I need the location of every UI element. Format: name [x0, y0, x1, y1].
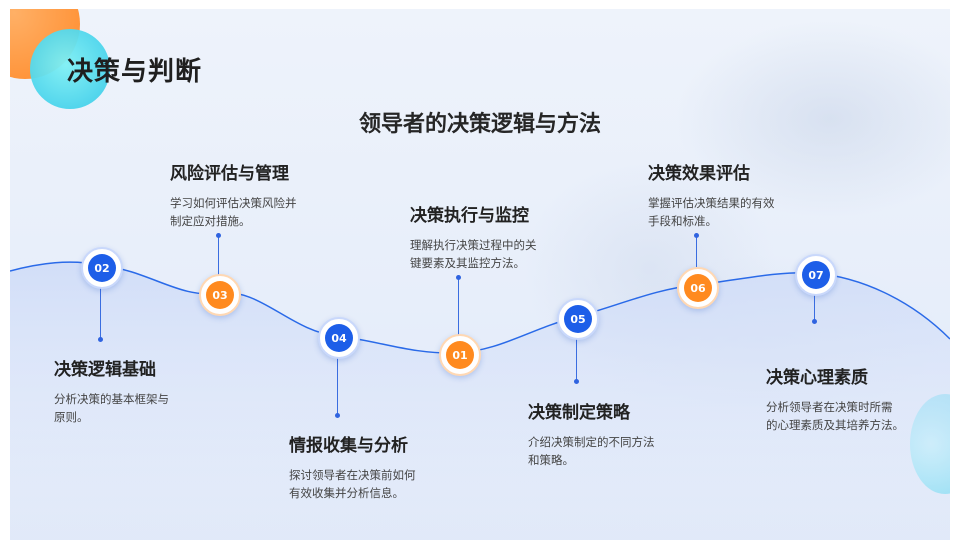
wave-fill	[10, 262, 950, 540]
step-title: 决策制定策略	[528, 403, 630, 423]
connector-05	[576, 335, 577, 381]
connector-dot-06	[694, 233, 699, 238]
step-title: 决策逻辑基础	[54, 360, 156, 380]
step-node-03: 03	[199, 274, 241, 316]
step-desc: 掌握评估决策结果的有效 手段和标准。	[648, 196, 775, 228]
step-desc: 分析决策的基本框架与 原则。	[54, 392, 169, 424]
step-title: 情报收集与分析	[289, 436, 408, 456]
connector-dot-01	[456, 275, 461, 280]
step-desc: 探讨领导者在决策前如何 有效收集并分析信息。	[289, 468, 416, 500]
connector-dot-02	[98, 337, 103, 342]
step-title: 决策心理素质	[766, 368, 868, 388]
section-title: 决策与判断	[67, 57, 203, 87]
connector-01	[458, 277, 459, 335]
cyan-decor-blob	[30, 29, 110, 109]
connector-dot-03	[216, 233, 221, 238]
step-card-04: 情报收集与分析 探讨领导者在决策前如何 有效收集并分析信息。	[289, 431, 416, 502]
step-card-07: 决策心理素质 分析领导者在决策时所需 的心理素质及其培养方法。	[766, 363, 904, 434]
page-subtitle: 领导者的决策逻辑与方法	[358, 112, 601, 137]
step-card-06: 决策效果评估 掌握评估决策结果的有效 手段和标准。	[648, 159, 775, 230]
step-title: 决策执行与监控	[410, 206, 529, 226]
step-card-03: 风险评估与管理 学习如何评估决策风险并 制定应对措施。	[170, 159, 297, 230]
step-number-05: 05	[564, 305, 592, 333]
connector-06	[696, 235, 697, 267]
slide: 决策与判断 领导者的决策逻辑与方法 01 02 03 04 05	[10, 9, 950, 540]
connector-07	[814, 291, 815, 321]
connector-03	[218, 235, 219, 275]
step-number-02: 02	[88, 254, 116, 282]
step-number-03: 03	[206, 281, 234, 309]
step-node-01: 01	[439, 334, 481, 376]
step-card-01: 决策执行与监控 理解执行决策过程中的关 键要素及其监控方法。	[410, 201, 537, 272]
step-card-05: 决策制定策略 介绍决策制定的不同方法 和策略。	[528, 398, 655, 469]
step-title: 风险评估与管理	[170, 164, 289, 184]
connector-04	[337, 355, 338, 415]
step-number-07: 07	[802, 261, 830, 289]
connector-dot-05	[574, 379, 579, 384]
step-title: 决策效果评估	[648, 164, 750, 184]
step-node-04: 04	[318, 317, 360, 359]
step-number-06: 06	[684, 274, 712, 302]
connector-02	[100, 285, 101, 339]
step-node-06: 06	[677, 267, 719, 309]
step-node-02: 02	[81, 247, 123, 289]
step-desc: 理解执行决策过程中的关 键要素及其监控方法。	[410, 238, 537, 270]
step-node-07: 07	[795, 254, 837, 296]
connector-dot-07	[812, 319, 817, 324]
connector-dot-04	[335, 413, 340, 418]
step-card-02: 决策逻辑基础 分析决策的基本框架与 原则。	[54, 355, 169, 426]
step-number-01: 01	[446, 341, 474, 369]
step-desc: 学习如何评估决策风险并 制定应对措施。	[170, 196, 297, 228]
step-desc: 分析领导者在决策时所需 的心理素质及其培养方法。	[766, 400, 904, 432]
step-desc: 介绍决策制定的不同方法 和策略。	[528, 435, 655, 467]
step-number-04: 04	[325, 324, 353, 352]
step-node-05: 05	[557, 298, 599, 340]
